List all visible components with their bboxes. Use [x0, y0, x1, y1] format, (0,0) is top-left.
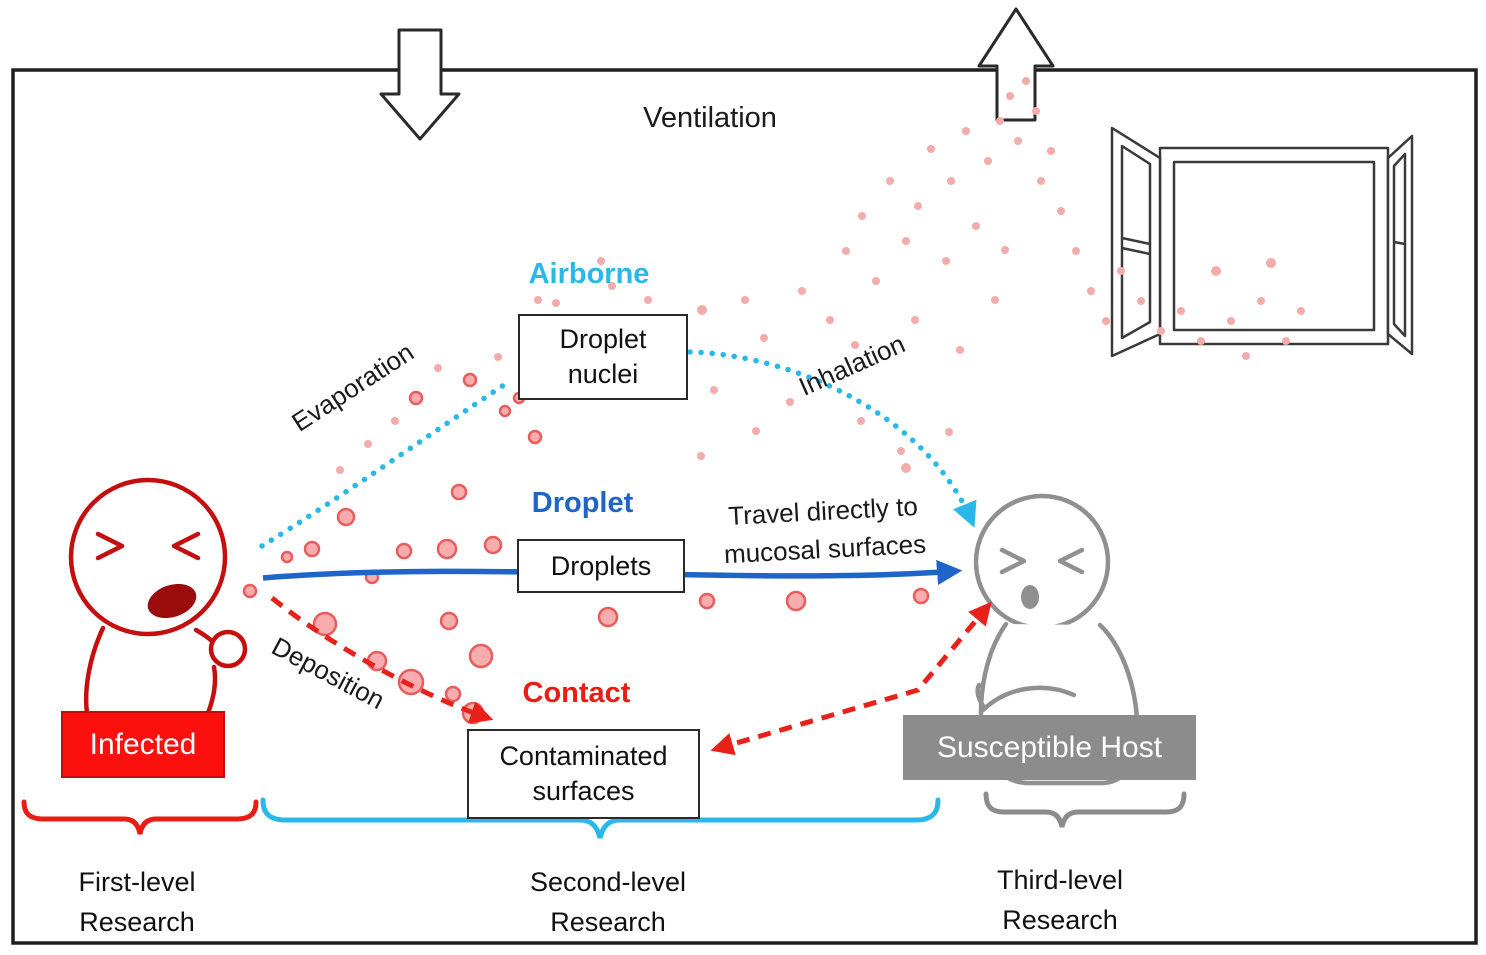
infected-right-eye: [171, 531, 201, 561]
window-right-sash: [1386, 134, 1414, 356]
droplet-title: Droplet: [531, 487, 634, 519]
contaminated-line2: surfaces: [532, 776, 635, 806]
droplets-label: Droplets: [550, 550, 652, 581]
infected-label-box: Infected: [61, 711, 225, 778]
travel-mucosal-label: Travel directly to mucosal surfaces: [698, 486, 950, 575]
contact-transfer-arrow: [710, 601, 992, 756]
third-level-line2: Research: [1002, 905, 1118, 935]
third-level-line1: Third-level: [996, 865, 1124, 895]
susceptible-host-label-box: Susceptible Host: [903, 715, 1196, 780]
window-left-sash: [1110, 126, 1162, 358]
susceptible-host-label: Susceptible Host: [936, 730, 1163, 764]
evaporation-arrow: [259, 380, 510, 549]
ventilation-inflow-arrow: [379, 28, 461, 141]
infected-fist: [208, 629, 248, 669]
droplet-nuclei-box: Droplet nuclei: [518, 314, 688, 400]
infected-mouth: [147, 583, 197, 619]
host-right-eye: [1057, 547, 1085, 575]
infected-person-figure: [68, 477, 248, 716]
inhalation-arrow: [687, 349, 977, 528]
second-level-brace: [260, 797, 941, 839]
first-level-line2: Research: [79, 907, 195, 937]
infected-left-eye: [95, 531, 125, 561]
second-level-line2: Research: [550, 907, 666, 937]
room-border: [11, 68, 1478, 945]
third-level-research-label: Third-level Research: [940, 860, 1180, 940]
first-level-research-label: First-level Research: [17, 862, 257, 942]
deposition-arrow: [270, 596, 494, 724]
contaminated-surfaces-box: Contaminated surfaces: [467, 729, 700, 819]
host-mouth: [1021, 585, 1039, 609]
droplet-nuclei-line2: nuclei: [567, 359, 639, 389]
droplets-box: Droplets: [517, 539, 685, 593]
second-level-research-label: Second-level Research: [488, 862, 728, 942]
window-illustration: [1110, 126, 1414, 358]
contact-title: Contact: [522, 677, 631, 709]
ventilation-label: Ventilation: [643, 102, 777, 134]
ventilation-outflow-arrow: [977, 7, 1055, 122]
first-level-line1: First-level: [78, 867, 196, 897]
window-frame-inner: [1172, 160, 1376, 332]
window-frame: [1158, 146, 1390, 346]
third-level-brace: [983, 791, 1187, 828]
droplet-particles: [242, 77, 1305, 725]
airborne-title: Airborne: [528, 258, 650, 290]
infected-label: Infected: [89, 727, 197, 761]
second-level-line1: Second-level: [529, 867, 687, 897]
fine-aerosols: [336, 77, 1305, 474]
droplet-nuclei-line1: Droplet: [559, 324, 647, 354]
host-left-eye: [999, 547, 1027, 575]
first-level-brace: [21, 799, 259, 835]
contaminated-line1: Contaminated: [499, 741, 668, 771]
